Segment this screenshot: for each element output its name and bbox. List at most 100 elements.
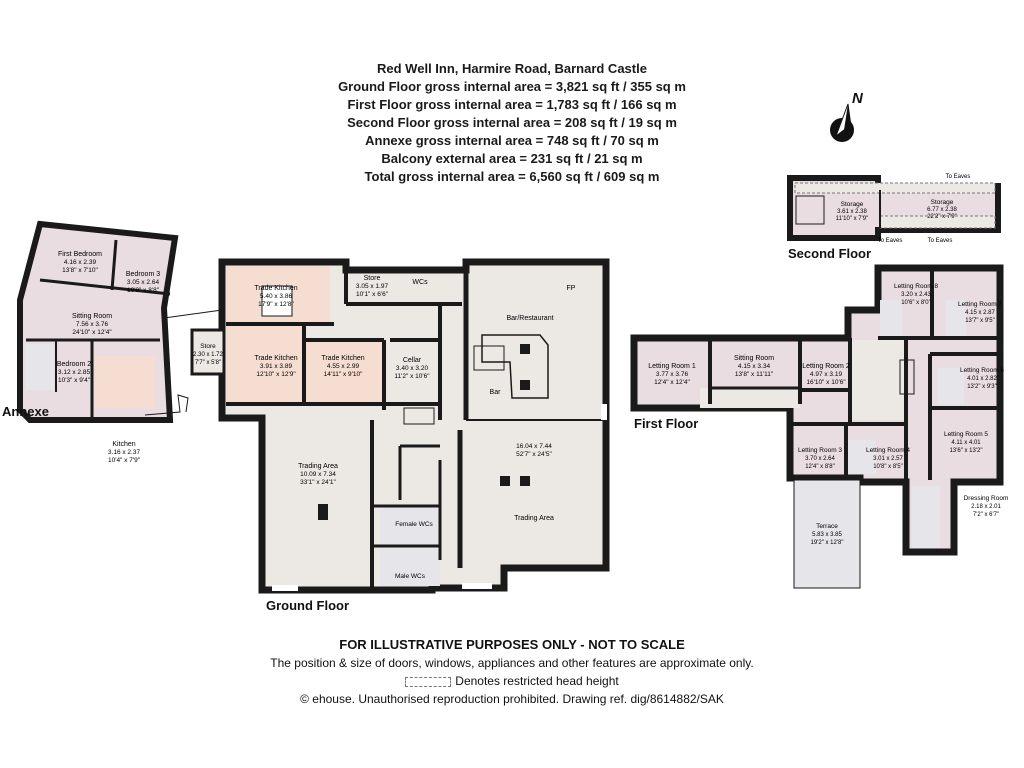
- stair-icon: [473, 345, 505, 371]
- room-name: Bedroom 3: [126, 271, 160, 278]
- approximation-note: The position & size of doors, windows, a…: [270, 656, 754, 670]
- room-name: Dressing Room: [964, 495, 1009, 502]
- restricted-head-height-zone: [794, 182, 996, 194]
- pillar-icon: [318, 504, 328, 520]
- room-name: Letting Room 7: [958, 301, 1002, 308]
- first-ensuite-floor: [880, 300, 902, 338]
- area-balcony: Balcony external area = 231 sq ft / 21 s…: [381, 151, 643, 166]
- room-dims: 3.20 x 2.43: [901, 292, 931, 298]
- room-name: Kitchen: [112, 441, 135, 448]
- room-imperial: 13'6" x 13'2": [950, 448, 983, 454]
- room-name: WCs: [412, 279, 428, 286]
- copyright: © ehouse. Unauthorised reproduction proh…: [300, 692, 724, 706]
- room-name: Female WCs: [395, 521, 433, 528]
- pillar-icon: [520, 344, 530, 354]
- room-dims: 4.15 x 2.87: [965, 310, 995, 316]
- cooker-icon: [261, 285, 293, 317]
- room-imperial: 12'4" x 12'4": [654, 379, 690, 386]
- room-name: Trading Area: [514, 515, 554, 522]
- room-name: Letting Room 3: [798, 447, 842, 454]
- second-floor-plan: Storage 3.61 x 2.38 11'10" x 7'9" Storag…: [787, 174, 1001, 244]
- ground-floor-plan: Store 2.30 x 1.72 7'7" x 5'8" Trade Kitc…: [190, 258, 610, 594]
- disclaimer: FOR ILLUSTRATIVE PURPOSES ONLY - NOT TO …: [339, 637, 685, 652]
- room-name: Store: [200, 343, 216, 350]
- room-dims: 3.01 x 2.57: [873, 456, 903, 462]
- room-name: Trading Area: [298, 463, 338, 470]
- eaves-note: To Eaves: [946, 174, 971, 180]
- room-imperial: 13'8" x 11'11": [735, 371, 774, 378]
- first-ensuite-floor: [938, 368, 964, 404]
- room-dims: 10.09 x 7.34: [300, 471, 336, 478]
- first-landing-floor: [850, 340, 906, 420]
- room-imperial: 13'8" x 7'10": [62, 267, 98, 274]
- room-name: Bedroom 2: [57, 361, 91, 368]
- room-dims: 3.40 x 3.20: [396, 365, 429, 372]
- room-name: Sitting Room: [734, 355, 774, 362]
- eaves-note: To Eaves: [878, 238, 903, 244]
- room-imperial: 10'6" x 8'0": [901, 300, 931, 306]
- room-name: Storage: [841, 201, 864, 208]
- room-name: Trade Kitchen: [321, 355, 364, 362]
- room-name: Trade Kitchen: [254, 355, 297, 362]
- room-name: Letting Room 8: [894, 283, 938, 290]
- area-ground: Ground Floor gross internal area = 3,821…: [338, 79, 686, 94]
- first-ensuite-floor: [946, 300, 966, 338]
- room-imperial: 16'10" x 10'6": [806, 379, 846, 386]
- room-imperial: 52'7" x 24'5": [516, 451, 552, 458]
- annexe-wall: [110, 239, 118, 291]
- second-floor-label: Second Floor: [788, 246, 872, 261]
- room-dims: 5.40 x 3.86: [260, 293, 293, 300]
- room-name: Sitting Room: [72, 313, 112, 320]
- stair-icon: [899, 359, 915, 395]
- room-imperial: 22'2" x 7'9": [927, 214, 957, 220]
- room-imperial: 12'4" x 8'8": [805, 464, 835, 470]
- room-imperial: 17'9" x 12'8": [258, 301, 294, 308]
- store-small-room: [190, 328, 226, 376]
- annexe-label: Annexe: [2, 404, 49, 419]
- room-imperial: 14'11" x 9'10": [324, 371, 363, 378]
- room-imperial: 11'2" x 10'6": [394, 373, 430, 380]
- room-imperial: 10'8" x 8'5": [873, 464, 903, 470]
- room-name: FP: [567, 285, 576, 292]
- room-name: Terrace: [816, 523, 838, 530]
- area-second: Second Floor gross internal area = 208 s…: [347, 115, 677, 130]
- room-name: Cellar: [403, 357, 422, 364]
- room-name: Trade Kitchen: [254, 285, 297, 292]
- property-title: Red Well Inn, Harmire Road, Barnard Cast…: [377, 61, 647, 76]
- north-compass-icon: N: [822, 90, 872, 150]
- pillar-icon: [500, 476, 510, 486]
- bar-counter: [481, 334, 549, 399]
- room-dims: 4.01 x 2.82: [967, 376, 997, 382]
- room-name: Bar: [490, 389, 502, 396]
- room-imperial: 19'2" x 12'8": [811, 540, 844, 546]
- room-dims: 3.05 x 2.64: [127, 279, 160, 286]
- stair-icon: [795, 195, 825, 225]
- legend-row: Denotes restricted head height: [212, 672, 812, 690]
- room-name: Storage: [931, 199, 954, 206]
- room-dims: 4.55 x 2.99: [327, 363, 360, 370]
- annexe-kitchen-floor: [95, 356, 155, 408]
- room-name: Letting Room 6: [960, 367, 1004, 374]
- room-imperial: 12'10" x 12'9": [256, 371, 296, 378]
- room-dims: 5.83 x 3.85: [812, 532, 842, 538]
- legend-text: Denotes restricted head height: [455, 674, 619, 688]
- title-block: Red Well Inn, Harmire Road, Barnard Cast…: [262, 60, 762, 186]
- footer: FOR ILLUSTRATIVE PURPOSES ONLY - NOT TO …: [212, 636, 812, 708]
- room-dims: 3.61 x 2.38: [837, 209, 867, 215]
- north-letter: N: [852, 90, 863, 107]
- room-dims: 16.04 x 7.44: [516, 443, 552, 450]
- room-dims: 7.56 x 3.76: [76, 321, 109, 328]
- first-floor-plan: Letting Room 1 3.77 x 3.76 12'4" x 12'4"…: [630, 264, 1009, 589]
- room-dims: 4.97 x 3.19: [810, 371, 843, 378]
- room-imperial: 10'3" x 9'4": [58, 377, 91, 384]
- room-name: Letting Room 1: [648, 363, 696, 370]
- room-imperial: 24'10" x 12'4": [72, 329, 112, 336]
- room-name: Male WCs: [395, 573, 426, 580]
- room-dims: 3.05 x 1.97: [356, 283, 389, 290]
- room-name: Letting Room 2: [802, 363, 850, 370]
- annexe-yard-boundary: [144, 394, 189, 416]
- bar-restaurant-floor: [470, 280, 600, 420]
- first-floor-label: First Floor: [634, 416, 699, 431]
- room-name: Bar/Restaurant: [506, 315, 553, 322]
- room-dims: 4.15 x 3.34: [738, 363, 771, 370]
